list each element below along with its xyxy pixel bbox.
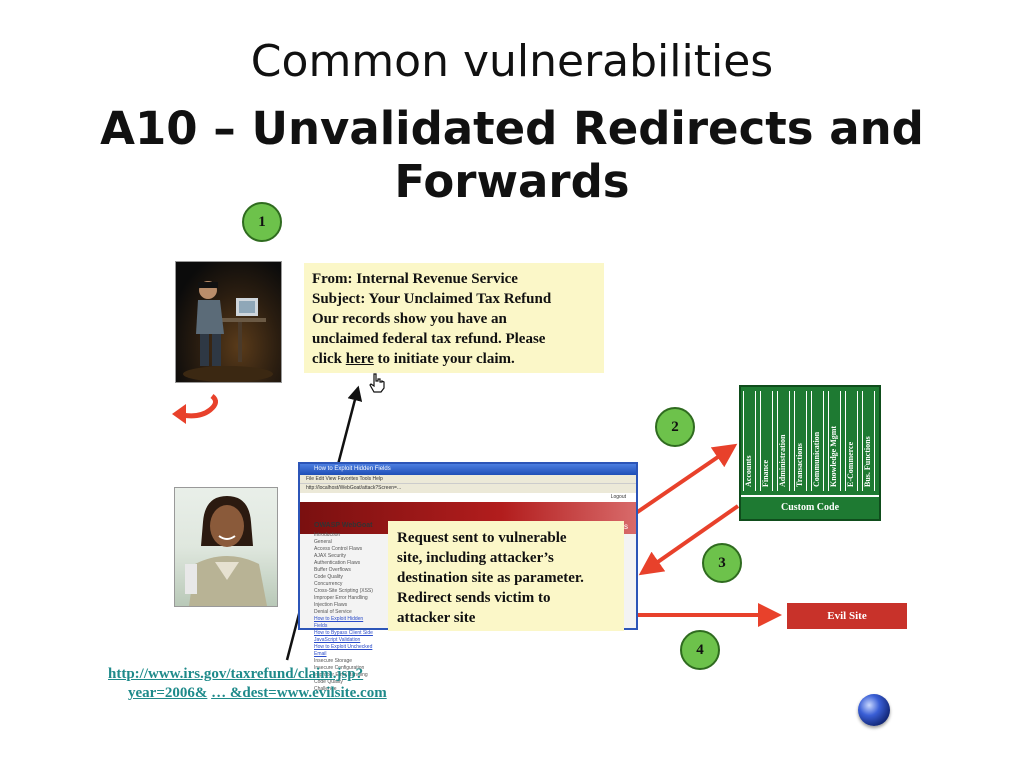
nav-item[interactable]: Insecure Configuration [314,665,365,671]
nav-item[interactable]: Authentication Flaws [314,560,361,566]
nav-item[interactable]: Code Quality [314,574,343,580]
victim-photo [174,487,278,607]
nav-item[interactable]: Denial of Service [314,609,352,615]
nav-link[interactable]: How to Exploit Unchecked Email [314,644,373,657]
app-custom-code: Custom Code [741,495,879,519]
hacker-return-arrowhead [172,404,186,424]
request-line-1: Request sent to vulnerable [397,530,567,546]
nav-item[interactable]: Improper Error Handling [314,672,368,678]
phishing-email-note: From: Internal Revenue Service Subject: … [304,263,604,373]
app-column-communication: Communication [811,391,824,491]
step-3-badge: 3 [702,543,742,583]
attacker-photo [175,261,282,383]
nav-item[interactable]: Improper Error Handling [314,595,368,601]
email-subject: Subject: Your Unclaimed Tax Refund [312,291,552,307]
request-line-3: destination site as parameter. [397,570,584,586]
attacker-illustration [183,281,273,382]
step-2-badge: 2 [655,407,695,447]
request-line-4: Redirect sends victim to [397,590,551,606]
url-line-1[interactable]: http://www.irs.gov/taxrefund/claim.jsp? [108,666,364,682]
nav-item[interactable]: AJAX Security [314,553,346,559]
email-body-line-1: Our records show you have an [312,311,507,327]
app-column-transactions: Transactions [794,391,807,491]
evil-site-box: Evil Site [787,603,907,629]
nav-item[interactable]: Buffer Overflows [314,567,351,573]
app-column-accounts: Accounts [743,391,756,491]
email-here-link[interactable]: here [345,351,374,367]
nav-item[interactable]: Access Control Flaws [314,546,363,552]
url-dest-param[interactable]: … &dest=www.evilsite.com [211,685,387,701]
globe-logo-icon [858,694,890,726]
request-line-5: attacker site [397,610,476,626]
browser-logout[interactable]: Logout [300,493,636,502]
email-from: From: Internal Revenue Service [312,271,518,287]
custom-application: Accounts Finance Administration Transact… [739,385,881,521]
email-claim-text: to initiate your claim. [373,351,515,367]
nav-link[interactable]: How to Bypass Client Side JavaScript Val… [314,630,373,643]
nav-item[interactable]: Introduction [314,532,341,538]
email-body-line-3: click here to initiate your claim. [312,349,596,369]
nav-link[interactable]: How to Exploit Hidden Fields [314,616,364,629]
app-column-finance: Finance [760,391,773,491]
email-click-text: click [312,351,346,367]
app-column-administration: Administration [777,391,790,491]
browser-menu: File Edit View Favorites Tools Help [300,475,636,483]
email-body-line-2: unclaimed federal tax refund. Please [312,331,546,347]
browser-nav: Introduction General Access Control Flaw… [314,532,374,693]
malicious-url: http://www.irs.gov/taxrefund/claim.jsp? … [108,665,488,703]
step-4-badge: 4 [680,630,720,670]
step-1-badge: 1 [242,202,282,242]
browser-brand: OWASP WebGoat [314,522,373,529]
browser-titlebar: How to Exploit Hidden Fields [300,464,636,475]
app-column-knowledge-mgmt: Knowledge Mgmt [828,391,841,491]
app-column-bus-functions: Bus. Functions [862,391,875,491]
nav-item[interactable]: Cross-Site Scripting (XSS) [314,588,373,594]
arrow-step-2 [634,443,738,515]
victim-illustration [185,496,267,606]
nav-item[interactable]: Injection Flaws [314,602,348,608]
url-year-param[interactable]: year=2006& [128,685,208,701]
nav-item[interactable]: Challenge [314,686,337,692]
nav-item[interactable]: General [314,539,332,545]
hacker-return-arrow [181,394,218,419]
slide-title: Common vulnerabilities [250,36,774,87]
nav-item[interactable]: Concurrency [314,581,343,587]
app-column-e-commerce: E-Commerce [845,391,858,491]
hand-cursor-icon [369,373,385,393]
nav-item[interactable]: Code Quality [314,679,343,685]
slide-subtitle: A10 – Unvalidated Redirects and Forwards [100,102,924,208]
browser-address-bar[interactable]: http://localhost/WebGoat/attack?Screen=.… [300,483,636,493]
request-note: Request sent to vulnerable site, includi… [388,521,624,631]
request-line-2: site, including attacker’s [397,550,554,566]
nav-item[interactable]: Insecure Storage [314,658,353,664]
arrow-step-3 [638,504,740,576]
